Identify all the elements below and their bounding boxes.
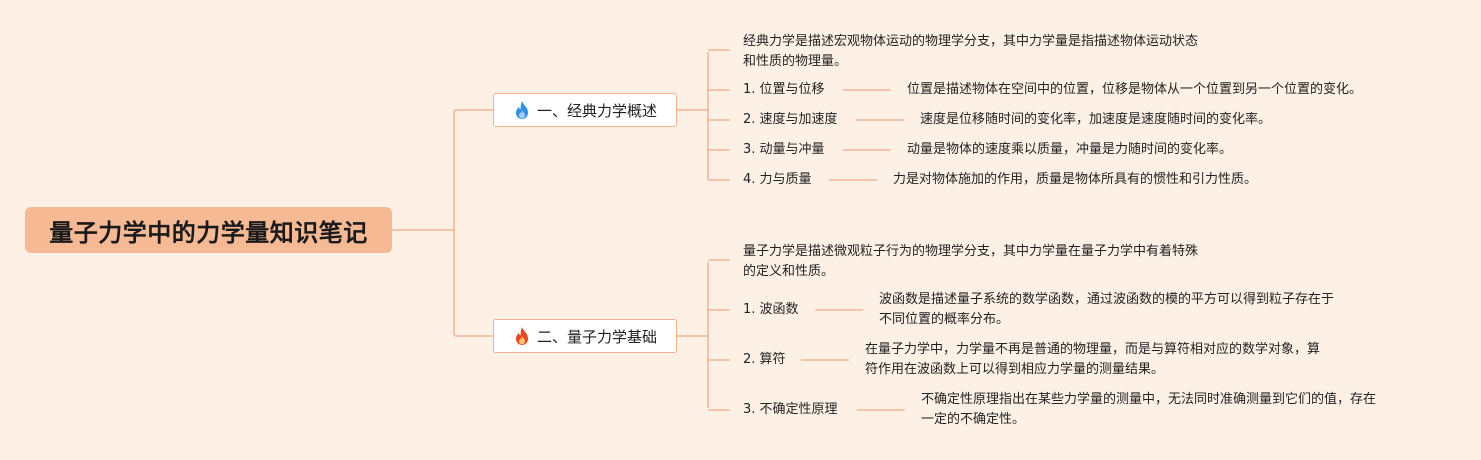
- branch-1-intro-line-1: 经典力学是描述宏观物体运动的物理学分支，其中力学量是指描述物体运动状态: [743, 34, 1199, 49]
- branch-1-intro: 经典力学是描述宏观物体运动的物理学分支，其中力学量是指描述物体运动状态 和性质的…: [743, 32, 1198, 72]
- branch-label: 一、经典力学概述: [536, 101, 657, 120]
- desc-wave-function: 波函数是描述量子系统的数学函数，通过波函数的模的平方可以得到粒子存在于 不同位置…: [879, 290, 1334, 330]
- desc-wave-function-line-1: 波函数是描述量子系统的数学函数，通过波函数的模的平方可以得到粒子存在于: [879, 292, 1335, 307]
- branch-2-intro-line-1: 量子力学是描述微观粒子行为的物理学分支，其中力学量在量子力学中有着特殊: [743, 244, 1199, 259]
- branch-2-intro: 量子力学是描述微观粒子行为的物理学分支，其中力学量在量子力学中有着特殊 的定义和…: [743, 242, 1198, 282]
- branch-2-intro-line-2: 的定义和性质。: [743, 264, 835, 279]
- fire-icon: [513, 100, 531, 120]
- topic-uncertainty-principle[interactable]: 3. 不确定性原理: [743, 402, 838, 417]
- topic-position-displacement[interactable]: 1. 位置与位移: [743, 82, 825, 97]
- desc-operator-line-2: 符作用在波函数上可以得到相应力学量的测量结果。: [865, 362, 1165, 377]
- desc-wave-function-line-2: 不同位置的概率分布。: [879, 312, 1010, 327]
- connector-root-branch-2: [453, 230, 493, 337]
- desc-position-displacement: 位置是描述物体在空间中的位置，位移是物体从一个位置到另一个位置的变化。: [907, 82, 1363, 97]
- desc-operator-line-1: 在量子力学中，力学量不再是普通的物理量，而是与算符相对应的数学对象，算: [865, 342, 1321, 357]
- topic-force-mass[interactable]: 4. 力与质量: [743, 172, 812, 187]
- desc-uncertainty-principle: 不确定性原理指出在某些力学量的测量中，无法同时准确测量到它们的值，存在 一定的不…: [921, 390, 1376, 430]
- desc-momentum-impulse: 动量是物体的速度乘以质量，冲量是力随时间的变化率。: [907, 142, 1233, 157]
- topic-wave-function[interactable]: 1. 波函数: [743, 302, 799, 317]
- desc-uncertainty-principle-line-1: 不确定性原理指出在某些力学量的测量中，无法同时准确测量到它们的值，存在: [921, 392, 1377, 407]
- branch-label: 二、量子力学基础: [536, 327, 657, 346]
- branch-1-intro-line-2: 和性质的物理量。: [743, 54, 848, 69]
- connector-root-branch-1: [453, 109, 493, 230]
- desc-force-mass: 力是对物体施加的作用，质量是物体所具有的惯性和引力性质。: [893, 172, 1258, 187]
- desc-velocity-acceleration: 速度是位移随时间的变化率，加速度是速度随时间的变化率。: [920, 112, 1272, 127]
- desc-uncertainty-principle-line-2: 一定的不确定性。: [921, 412, 1026, 427]
- topic-operator[interactable]: 2. 算符: [743, 352, 786, 367]
- topic-momentum-impulse[interactable]: 3. 动量与冲量: [743, 142, 825, 157]
- topic-velocity-acceleration[interactable]: 2. 速度与加速度: [743, 112, 838, 127]
- branch-classical-mechanics[interactable]: 一、经典力学概述: [493, 93, 677, 127]
- branch-quantum-basics[interactable]: 二、量子力学基础: [493, 319, 677, 353]
- root-node[interactable]: 量子力学中的力学量知识笔记: [25, 207, 392, 253]
- root-title: 量子力学中的力学量知识笔记: [49, 218, 368, 247]
- fire-icon: [513, 326, 531, 346]
- desc-operator: 在量子力学中，力学量不再是普通的物理量，而是与算符相对应的数学对象，算 符作用在…: [865, 340, 1320, 380]
